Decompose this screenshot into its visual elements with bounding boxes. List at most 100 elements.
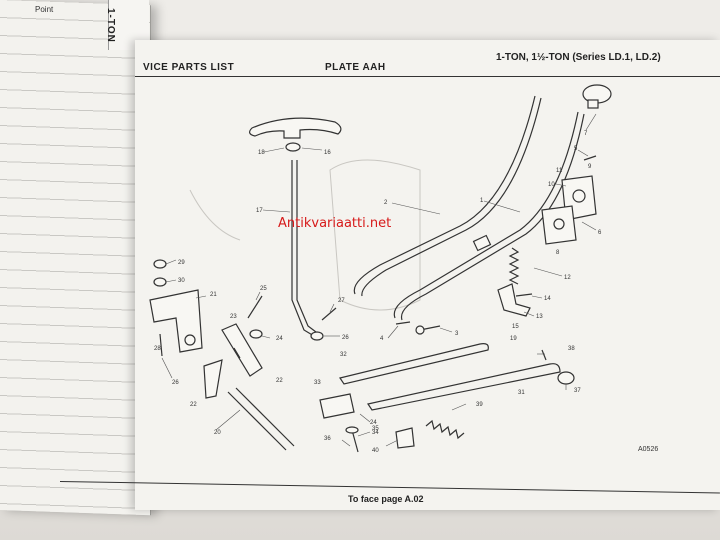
leader [165,259,177,265]
callout-21: 21 [210,292,217,298]
drawing-reference: A0526 [638,446,659,453]
callout-25: 25 [260,286,267,292]
callout-13: 13 [536,314,543,320]
arm-22 [203,359,223,399]
leader [195,295,207,299]
callout-2: 2 [384,200,388,206]
yoke-33 [319,393,355,419]
leader [165,279,177,283]
leader [585,113,597,131]
bush-24 [249,329,263,339]
ghost-outline [329,159,421,311]
callout-1: 1 [480,198,484,204]
parts-plate-page [135,40,720,510]
callout-5: 5 [574,146,578,152]
leader [555,183,567,187]
leader [161,357,173,379]
callout-16: 16 [324,150,331,156]
leader [359,413,371,423]
callout-6: 6 [598,230,602,236]
callout-14: 14 [544,296,551,302]
leader [215,409,241,431]
bolt-28 [159,333,163,357]
pin-27 [321,307,337,321]
callout-33: 33 [314,380,321,386]
lever-2 [353,95,536,295]
callout-26b: 26 [342,335,349,341]
rod-end-37 [557,371,575,385]
callout-15: 15 [512,324,519,330]
callout-36: 36 [324,436,331,442]
callout-30: 30 [178,278,185,284]
callout-26a: 26 [172,380,179,386]
plate-hole [553,218,565,230]
shaft-20 [227,391,287,451]
knob-neck [587,99,599,109]
leader [577,149,589,157]
leader [483,200,521,213]
left-field-text: Point [35,5,54,14]
callout-34: 34 [372,430,379,436]
footer-page-reference: To face page A.02 [348,494,424,504]
leader [581,221,597,231]
spring-39 [425,419,465,440]
lever-2-edge [361,97,542,297]
lever-23 [221,323,263,377]
bracket-21 [149,289,203,353]
spring-12 [508,247,520,285]
washer-26 [310,331,324,341]
t-handle [249,117,342,139]
plate-title: PLATE AAH [325,62,386,73]
callout-4: 4 [380,336,384,342]
watermark-text: Antikvariaatti.net [278,216,392,231]
vertical-rod [291,160,315,337]
cross-rod-32 [339,343,489,385]
lever-1-edge [400,113,585,321]
bolt-14 [515,293,533,297]
callout-28: 28 [154,346,161,352]
shaft-20-edge [235,387,295,447]
leader [391,202,441,215]
lever-clamp [472,234,492,252]
leader [255,291,261,301]
bracket-13 [497,283,531,317]
callout-18: 18 [258,150,265,156]
callout-24a: 24 [276,336,283,342]
pin-head [345,426,359,434]
header-rule [135,76,720,77]
leader [263,147,285,153]
leader [533,267,563,277]
pin-25 [247,295,263,319]
callout-40: 40 [372,448,379,454]
leader [357,431,371,437]
callout-32: 32 [340,352,347,358]
washer-30 [153,277,167,287]
callout-23: 23 [230,314,237,320]
pin-26b [233,347,241,359]
leader [262,209,291,213]
bracket-hole-21 [184,334,196,346]
callout-7: 7 [584,131,588,137]
bracket-plate-8 [541,205,577,245]
lever-1 [393,111,579,319]
callout-31: 31 [518,390,525,396]
leader [341,439,351,447]
series-title: 1-TON, 1½-TON (Series LD.1, LD.2) [496,52,661,63]
callout-27: 27 [338,298,345,304]
callout-29: 29 [178,260,185,266]
callout-24b: 24 [370,420,377,426]
callout-20: 20 [214,430,221,436]
callout-19: 19 [510,336,517,342]
pin-4 [395,321,411,325]
clip-40 [395,427,415,449]
leader [261,335,271,339]
callout-37: 37 [574,388,581,394]
callout-3: 3 [455,331,459,337]
callout-39: 39 [476,402,483,408]
leader [531,295,543,299]
leader [385,439,399,447]
rod-31 [367,363,561,411]
leader [387,325,399,339]
pin-35 [351,429,359,453]
